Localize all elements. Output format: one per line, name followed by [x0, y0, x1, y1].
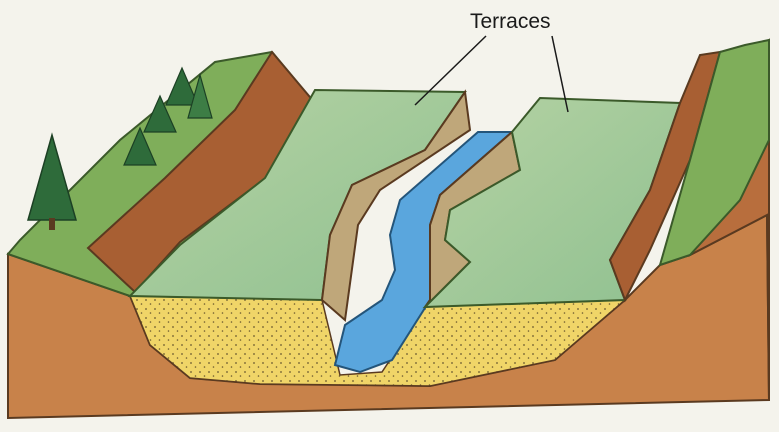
tree-icon — [28, 135, 76, 230]
terraces-label: Terraces — [470, 10, 551, 33]
